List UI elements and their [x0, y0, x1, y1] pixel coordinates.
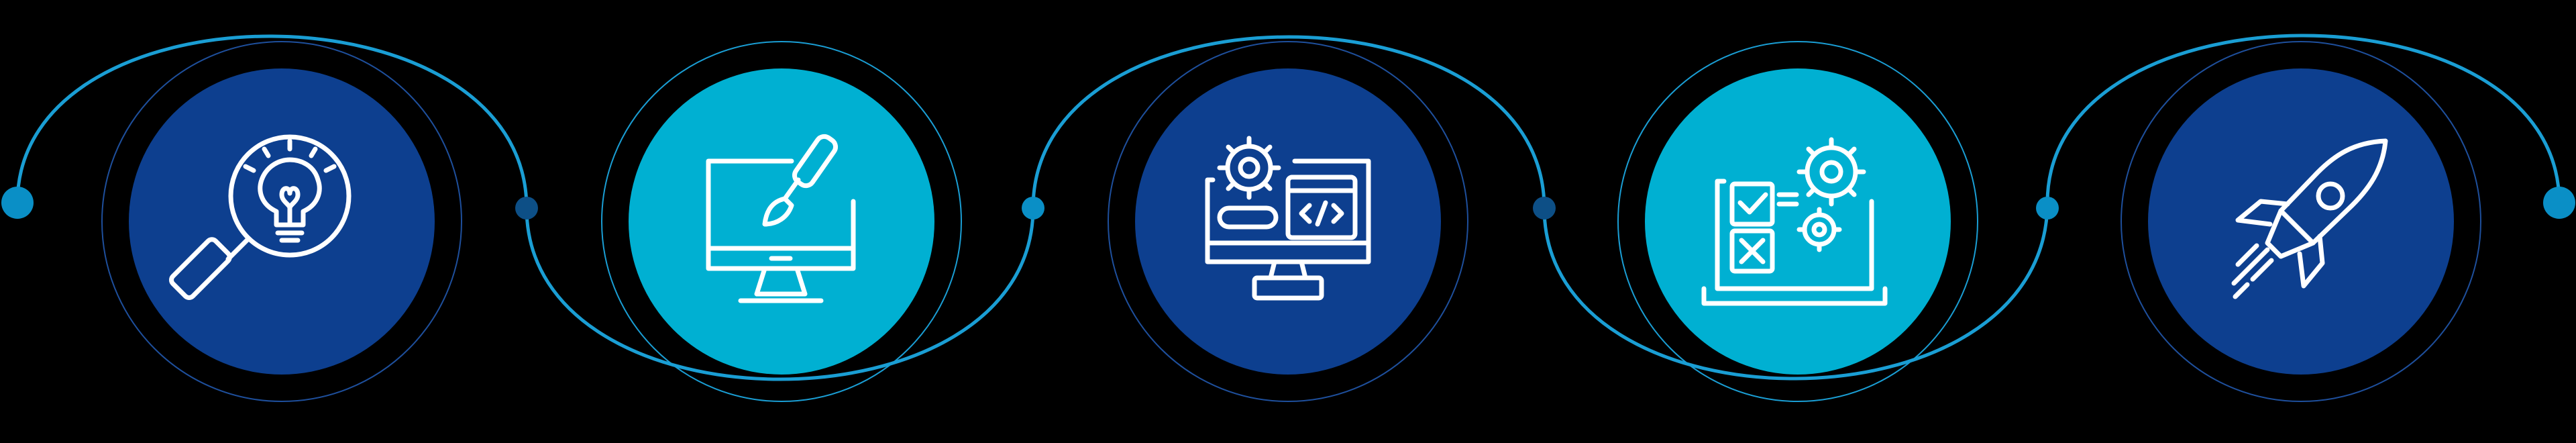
- stage-design: [601, 41, 962, 402]
- connector-dot-end: [2543, 187, 2575, 219]
- monitor-paintbrush-icon: [706, 134, 856, 303]
- connector-dot-1: [515, 197, 538, 219]
- stage-launch: [2121, 41, 2481, 402]
- stage-ring: [1108, 41, 1468, 402]
- stage-ring: [2121, 41, 2481, 402]
- lightbulb-magnifier-icon: [169, 134, 352, 300]
- stage-disc: [2148, 68, 2454, 375]
- stage-disc: [129, 68, 435, 375]
- stage-disc: [1645, 68, 1951, 375]
- stage-ring: [601, 41, 962, 402]
- rocket-icon: [2231, 138, 2388, 299]
- stage-ring: [101, 41, 462, 402]
- connector-dot-start: [1, 187, 34, 219]
- stage-ring: [1617, 41, 1978, 402]
- laptop-checklist-gears-icon: [1701, 137, 1888, 306]
- monitor-code-gear-icon: [1205, 136, 1371, 301]
- connector-wave: [15, 34, 2561, 381]
- connector-dot-2: [1022, 197, 1044, 219]
- connector-dot-4: [2036, 197, 2059, 219]
- stage-ideation: [101, 41, 462, 402]
- stage-development: [1108, 41, 1468, 402]
- stage-testing: [1617, 41, 1978, 402]
- connector-dot-3: [1533, 197, 1556, 219]
